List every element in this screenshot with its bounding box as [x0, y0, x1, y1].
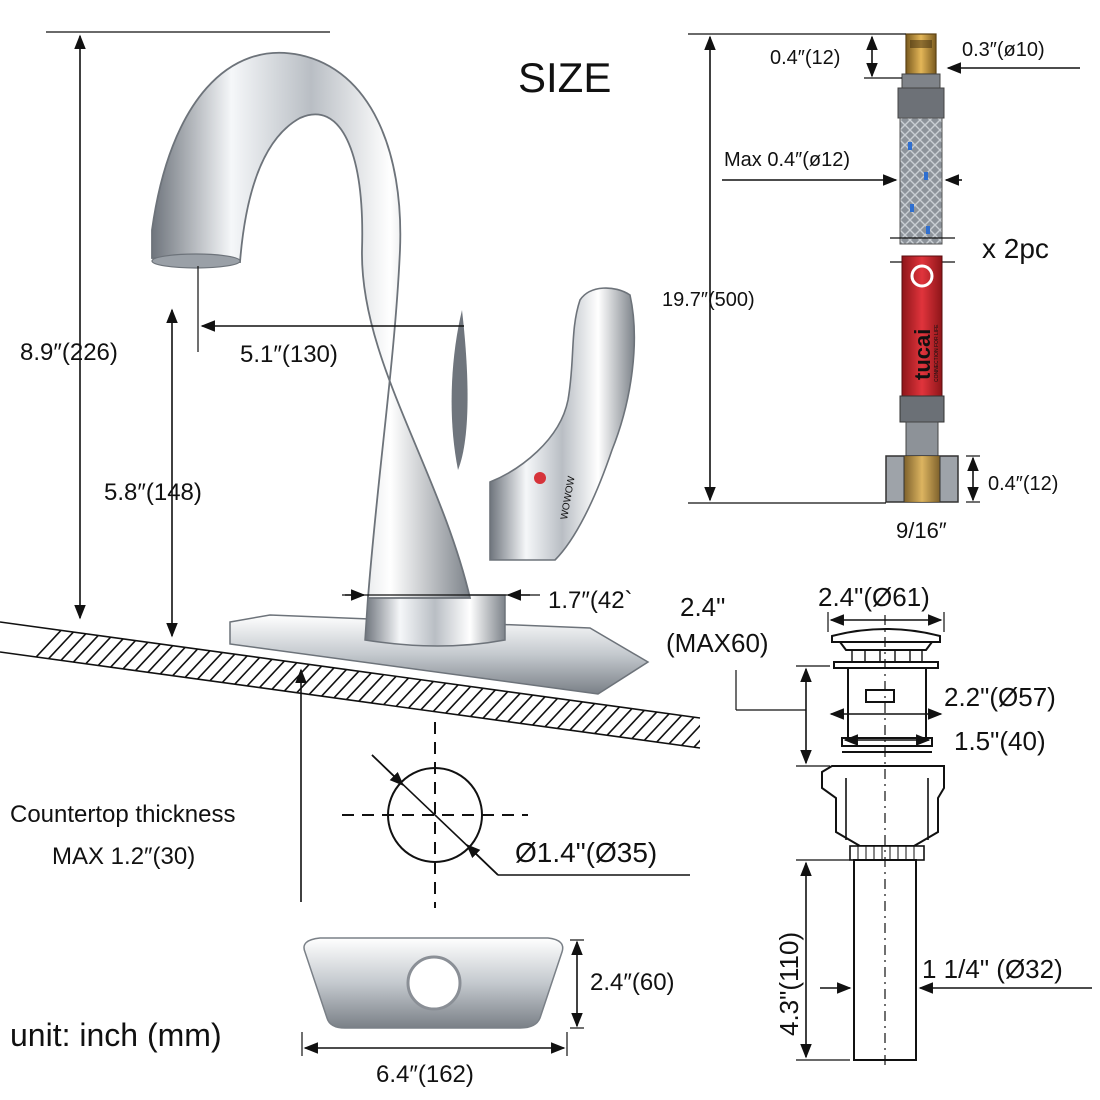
hose-brand-tagline: CONNECTION FOR LIFE	[934, 324, 940, 382]
hose-top-fitting-diameter-label: 0.3″(ø10)	[962, 39, 1045, 61]
hose-nut-height-label: 0.4″(12)	[988, 473, 1058, 495]
braid-blue-dots	[908, 142, 930, 234]
faucet-base-width-label: 1.7″(42`	[548, 587, 633, 614]
hot-indicator-icon	[534, 472, 546, 484]
hatch-line	[107, 622, 249, 748]
hose-brand-label: tucai	[910, 329, 935, 380]
deck-plate-height-label: 2.4″(60)	[590, 969, 675, 996]
faucet-dimensions: 8.9″(226) 5.1″(130) 5.8″(148) 1.7″(42` C…	[10, 31, 633, 902]
hatch-line	[639, 622, 700, 748]
hatch-line	[65, 622, 207, 748]
faucet-spout-reach-label: 5.1″(130)	[240, 341, 338, 368]
hose-quantity-label: x 2pc	[982, 233, 1049, 264]
faucet-spout	[151, 51, 472, 599]
drain-tail-diameter-label: 1 1/4" (Ø32)	[922, 954, 1063, 984]
faucet: WOWOW	[151, 51, 650, 695]
drain-tail-length-label: 4.3"(110)	[774, 932, 804, 1036]
drain-cap-diameter-label: 2.4"(Ø61)	[818, 582, 930, 612]
drain-max-height-label-line2: (MAX60)	[666, 628, 769, 658]
faucet-base	[364, 594, 506, 647]
hose-dimensions: 19.7″(500) 0.4″(12) 0.3″(ø10) Max 0.4″(ø…	[662, 33, 1080, 543]
deck-plate-drawing: 2.4″(60) 6.4″(162)	[301, 937, 675, 1088]
mounting-hole-drawing: Ø1.4"(Ø35)	[342, 722, 690, 908]
drain-body-diameter-label: 1.5"(40)	[954, 726, 1046, 756]
faucet-handle	[489, 287, 636, 561]
faucet-deck-plate	[229, 614, 650, 695]
hose-diameter-label: Max 0.4″(ø12)	[724, 149, 850, 171]
drain-max-height-label-line1: 2.4"	[680, 592, 725, 622]
hatch-line	[93, 622, 235, 748]
hose-length-label: 19.7″(500)	[662, 289, 755, 311]
faucet-spout-height-label: 5.8″(148)	[104, 479, 202, 506]
unit-note: unit: inch (mm)	[10, 1017, 222, 1053]
deck-plate-width-label: 6.4″(162)	[376, 1061, 474, 1088]
mounting-hole-diameter-label: Ø1.4"(Ø35)	[515, 837, 657, 868]
pop-up-drain	[821, 615, 945, 1068]
hatch-line	[653, 622, 700, 748]
drain-dimensions: 2.4"(Ø61) 2.4" (MAX60) 2.2"(Ø57) 1.5"(40…	[666, 582, 1092, 1061]
supply-hose: tucai CONNECTION FOR LIFE	[885, 33, 959, 503]
countertop-label-line2: MAX 1.2″(30)	[52, 843, 195, 870]
diagram-title: SIZE	[518, 54, 611, 101]
hose-nut-thread-label: 9/16″	[896, 518, 947, 543]
countertop-label-line1: Countertop thickness	[10, 801, 235, 828]
hatch-line	[79, 622, 221, 748]
hose-top-fitting-height-label: 0.4″(12)	[770, 47, 840, 69]
drain-flange-diameter-label: 2.2"(Ø57)	[944, 682, 1056, 712]
hatch-line	[667, 622, 700, 748]
faucet-total-height-label: 8.9″(226)	[20, 339, 118, 366]
